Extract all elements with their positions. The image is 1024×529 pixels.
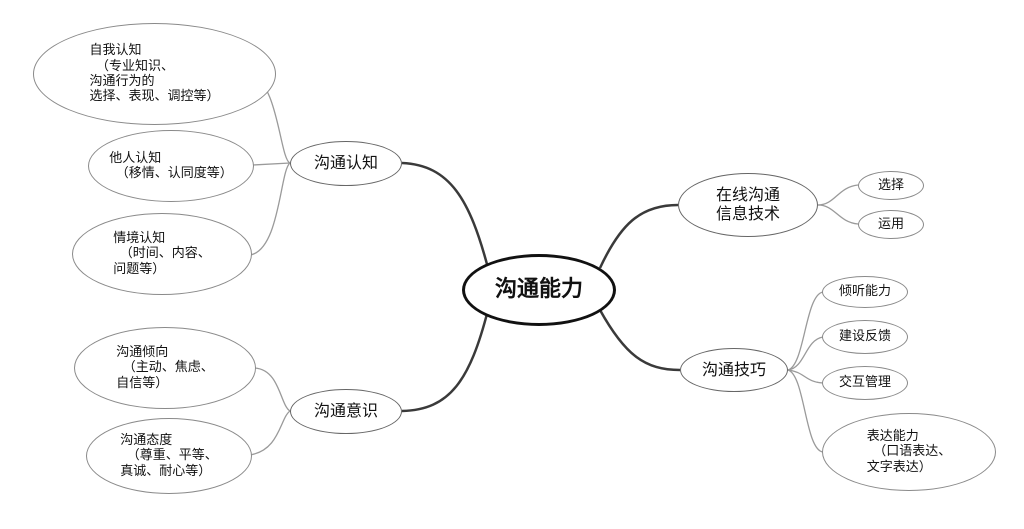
leaf-communication-attitude-label: 沟通态度 （尊重、平等、 真诚、耐心等） bbox=[120, 433, 218, 479]
leaf-self-cognition-label: 自我认知 （专业知识、 沟通行为的 选择、表现、调控等） bbox=[89, 43, 220, 105]
branch-awareness-node: 沟通意识 bbox=[290, 389, 402, 434]
center-node: 沟通能力 bbox=[462, 254, 616, 326]
connector-online-to-use bbox=[817, 204, 859, 225]
leaf-communication-attitude: 沟通态度 （尊重、平等、 真诚、耐心等） bbox=[86, 418, 252, 494]
connector-cognition-to-context bbox=[249, 162, 291, 256]
connector-online-to-choose bbox=[817, 184, 859, 206]
leaf-expression: 表达能力 （口语表达、 文字表达） bbox=[822, 413, 996, 491]
branch-cognition-node: 沟通认知 bbox=[290, 141, 402, 186]
leaf-choose-label: 选择 bbox=[877, 177, 904, 193]
branch-skills-label: 沟通技巧 bbox=[701, 359, 766, 379]
connector-cognition-to-others bbox=[252, 162, 291, 166]
connector-center-to-skills bbox=[598, 309, 681, 372]
leaf-use: 运用 bbox=[858, 210, 924, 239]
center-label: 沟通能力 bbox=[494, 277, 583, 303]
leaf-listening: 倾听能力 bbox=[822, 276, 908, 308]
leaf-self-cognition: 自我认知 （专业知识、 沟通行为的 选择、表现、调控等） bbox=[33, 23, 276, 125]
leaf-feedback-label: 建设反馈 bbox=[838, 329, 891, 345]
leaf-context-cognition-label: 情境认知 （时间、内容、 问题等） bbox=[113, 231, 211, 277]
leaf-listening-label: 倾听能力 bbox=[838, 284, 891, 300]
leaf-context-cognition: 情境认知 （时间、内容、 问题等） bbox=[72, 213, 252, 295]
branch-awareness-label: 沟通意识 bbox=[313, 401, 378, 421]
branch-online-label: 在线沟通 信息技术 bbox=[715, 185, 780, 223]
connector-skills-to-listening bbox=[787, 291, 824, 371]
connector-skills-to-feedback bbox=[787, 336, 824, 371]
leaf-expression-label: 表达能力 （口语表达、 文字表达） bbox=[866, 429, 952, 475]
leaf-choose: 选择 bbox=[858, 171, 924, 200]
branch-cognition-label: 沟通认知 bbox=[313, 153, 378, 173]
leaf-communication-tendency: 沟通倾向 （主动、焦虑、 自信等） bbox=[74, 327, 256, 409]
connector-center-to-online bbox=[598, 203, 679, 269]
leaf-communication-tendency-label: 沟通倾向 （主动、焦虑、 自信等） bbox=[116, 345, 214, 391]
connector-center-to-awareness bbox=[401, 309, 490, 413]
leaf-interaction-label: 交互管理 bbox=[838, 375, 891, 391]
leaf-feedback: 建设反馈 bbox=[822, 320, 908, 354]
leaf-others-cognition: 他人认知 （移情、认同度等） bbox=[88, 130, 254, 202]
connector-center-to-cognition bbox=[401, 161, 490, 269]
connector-awareness-to-attitude bbox=[249, 410, 291, 456]
leaf-others-cognition-label: 他人认知 （移情、认同度等） bbox=[109, 150, 233, 181]
connector-awareness-to-tendency bbox=[254, 367, 291, 412]
leaf-interaction: 交互管理 bbox=[822, 366, 908, 400]
branch-skills-node: 沟通技巧 bbox=[680, 348, 788, 392]
leaf-use-label: 运用 bbox=[877, 216, 904, 232]
branch-online-node: 在线沟通 信息技术 bbox=[678, 173, 818, 237]
connector-skills-to-interaction bbox=[787, 369, 824, 384]
connector-skills-to-expression bbox=[787, 369, 824, 453]
